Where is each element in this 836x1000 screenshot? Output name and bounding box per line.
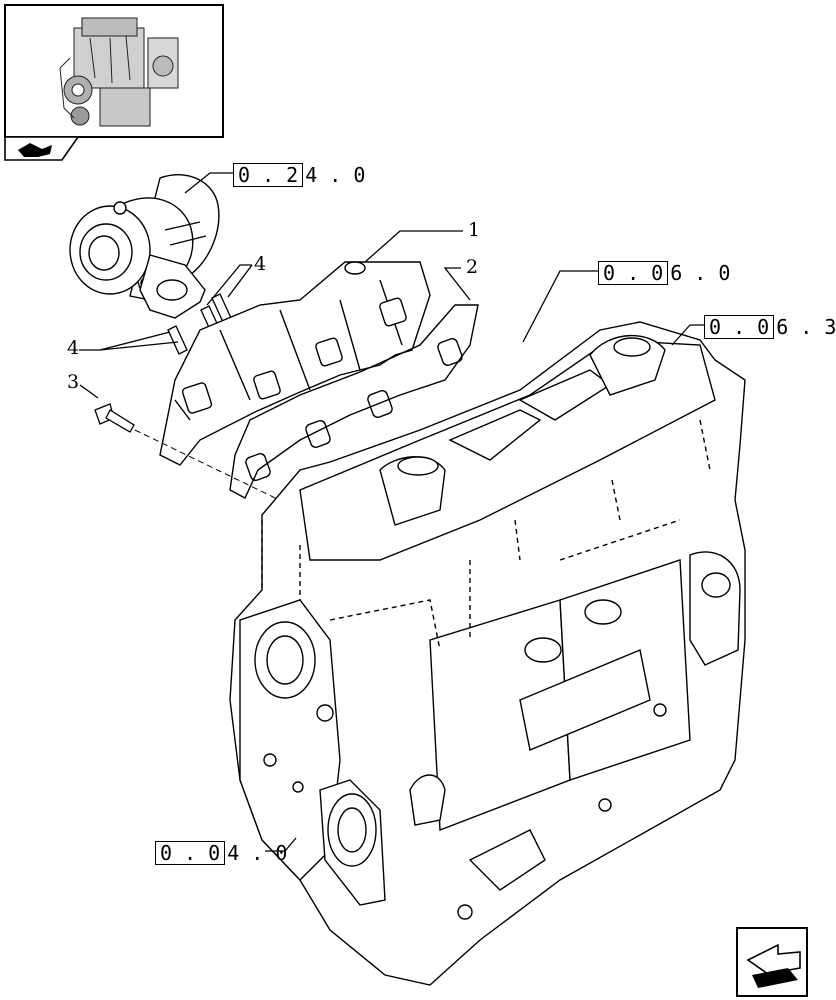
exhaust-manifold [159,261,431,466]
part-number-4-left: 4 [67,337,80,359]
engine-overview-thumbnail[interactable] [4,4,224,138]
cover-reference-rest: 6 . 3 [776,315,836,339]
exploded-parts-diagram [4,4,808,997]
part-number-3: 3 [67,371,80,393]
block-reference-boxed: 0 . 0 [155,841,226,865]
book-arrow-icon[interactable] [4,136,80,161]
engine-block [229,321,746,986]
head-reference-boxed: 0 . 0 [598,261,669,285]
turbocharger [69,174,220,319]
next-page-arrow-icon[interactable] [736,927,808,997]
turbo-reference-boxed: 0 . 2 [233,163,304,187]
head-reference-rest: 6 . 0 [670,261,731,285]
turbo-reference-rest: 4 . 0 [305,163,366,187]
bolt [94,403,135,433]
leader-lines [79,172,704,852]
part-number-1: 1 [468,219,481,241]
cover-reference-boxed: 0 . 0 [704,315,775,339]
part-number-2: 2 [466,256,479,278]
manifold-gasket [229,304,479,499]
assembly-line [134,429,301,511]
block-reference-rest: 4 . 0 [227,841,288,865]
part-number-4-upper: 4 [254,253,267,275]
